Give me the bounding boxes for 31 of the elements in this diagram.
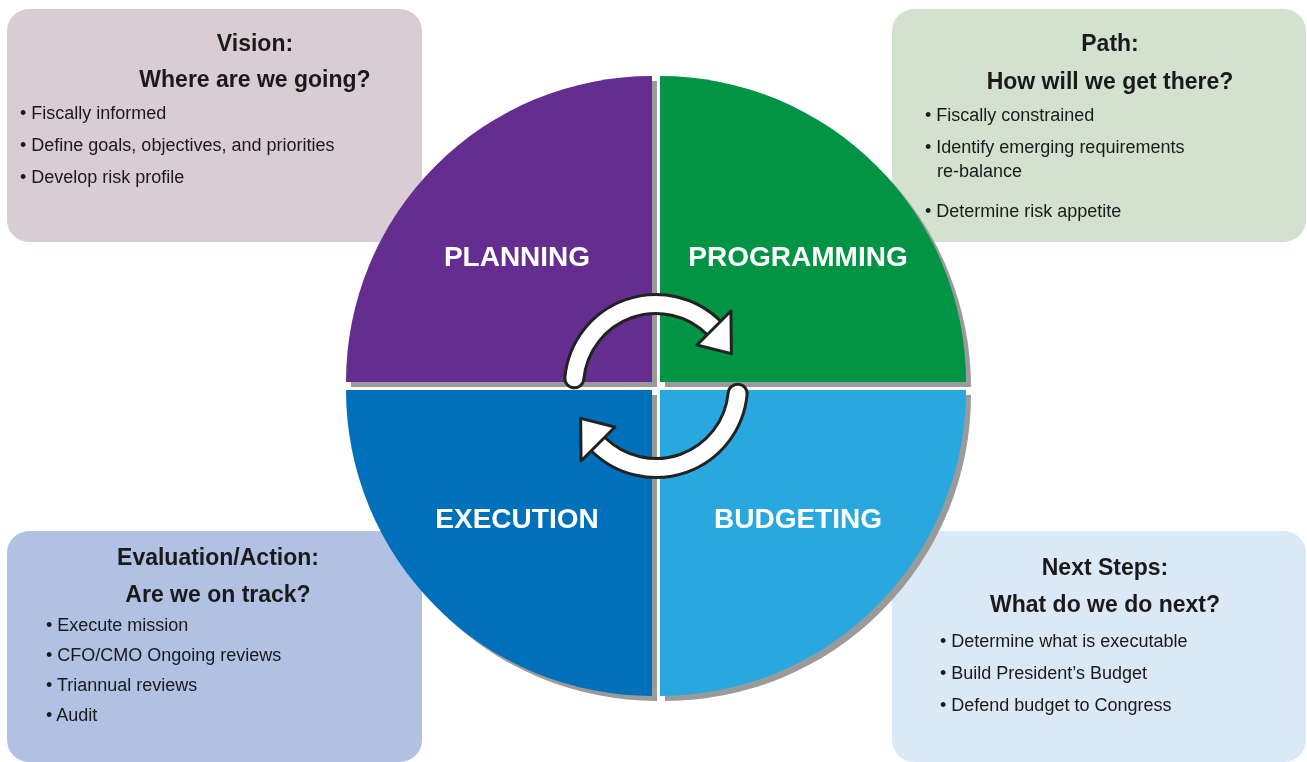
bullet-item: • Fiscally constrained [925, 104, 1096, 127]
bullet-item: • CFO/CMO Ongoing reviews [46, 644, 283, 667]
card-question: Are we on track? [125, 580, 311, 608]
quadrant-label: PLANNING [443, 241, 591, 273]
card-heading: Path: [1081, 29, 1139, 57]
bullet-item: • Identify emerging requirements re-balance [925, 136, 1186, 183]
bullet-item: • Determine what is executable [940, 630, 1189, 653]
quadrant-label: BUDGETING [714, 503, 882, 535]
card-heading: Evaluation/Action: [117, 543, 319, 571]
bullet-item: • Execute mission [46, 614, 190, 637]
info-card [892, 531, 1306, 762]
bullet-item: • Fiscally informed [20, 102, 168, 125]
card-question: What do we do next? [990, 590, 1220, 618]
bullet-item: • Defend budget to Congress [940, 694, 1173, 717]
info-card [7, 531, 422, 762]
bullet-item: • Develop risk profile [20, 166, 186, 189]
info-card [7, 9, 422, 242]
bullet-item: • Audit [46, 704, 99, 727]
quadrant-label: PROGRAMMING [688, 241, 908, 273]
bullet-item: • Define goals, objectives, and priorities [20, 134, 336, 157]
arrow [579, 382, 749, 479]
bullet-item: • Build President’s Budget [940, 662, 1149, 685]
bullet-item: • Determine risk appetite [925, 200, 1123, 223]
card-question: Where are we going? [139, 65, 371, 93]
quadrant-label: EXECUTION [435, 503, 599, 535]
arrow [563, 293, 733, 390]
card-question: How will we get there? [986, 67, 1234, 95]
card-heading: Next Steps: [1041, 553, 1169, 581]
card-heading: Vision: [216, 29, 294, 57]
bullet-item: • Triannual reviews [46, 674, 199, 697]
info-card [892, 9, 1306, 242]
